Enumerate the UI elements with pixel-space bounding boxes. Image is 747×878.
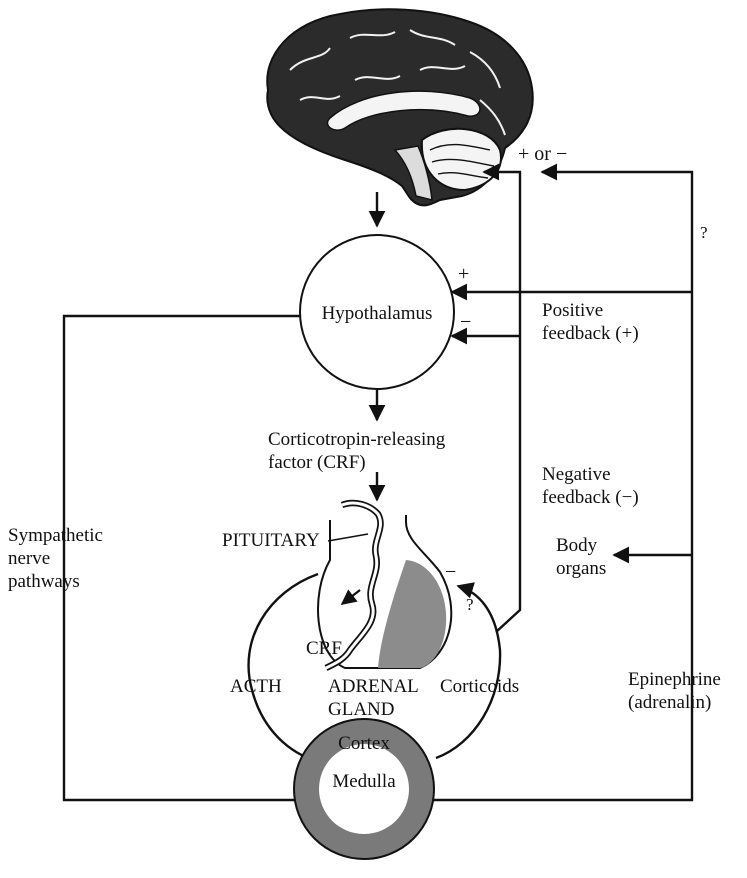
medulla-label: Medulla: [332, 771, 396, 792]
sympathetic-label-line1: Sympathetic: [8, 525, 103, 546]
minus-sign-pituitary: −: [445, 561, 456, 583]
epinephrine-line2: (adrenalin): [628, 692, 711, 713]
positive-feedback-line1: Positive: [542, 300, 603, 321]
positive-feedback-line2: feedback (+): [542, 323, 639, 344]
corticoid-to-brain-arrow: [484, 172, 520, 632]
minus-sign-hypothalamus: −: [460, 311, 471, 333]
plus-sign: +: [458, 263, 469, 285]
hypothalamus-label: Hypothalamus: [322, 303, 433, 324]
pituitary-label: PITUITARY: [222, 530, 320, 551]
sympathetic-pathway-arrow: [64, 316, 330, 800]
body-organs-line1: Body: [556, 535, 598, 556]
sympathetic-label-line2: nerve: [8, 548, 50, 569]
epinephrine-line1: Epinephrine: [628, 669, 721, 690]
crf-small-label: CRF: [306, 638, 342, 659]
cortex-label: Cortex: [338, 733, 390, 754]
crf-label-line2: factor (CRF): [268, 452, 366, 473]
question-mark-corticoids: ?: [466, 595, 474, 614]
question-mark-epinephrine: ?: [700, 223, 708, 242]
acth-label: ACTH: [230, 676, 282, 697]
acth-arrow: [249, 574, 322, 762]
corticoids-label: Corticoids: [440, 676, 519, 697]
plus-or-minus-label: + or −: [518, 143, 567, 165]
brain-icon: [267, 9, 533, 205]
body-organs-line2: organs: [556, 558, 606, 579]
adrenal-label-line1: ADRENAL: [328, 676, 419, 697]
crf-label-line1: Corticotropin-releasing: [268, 429, 446, 450]
negative-feedback-line1: Negative: [542, 464, 611, 485]
sympathetic-label-line3: pathways: [8, 571, 80, 592]
negative-feedback-line2: feedback (−): [542, 487, 639, 508]
adrenal-label-line2: GLAND: [328, 699, 395, 720]
